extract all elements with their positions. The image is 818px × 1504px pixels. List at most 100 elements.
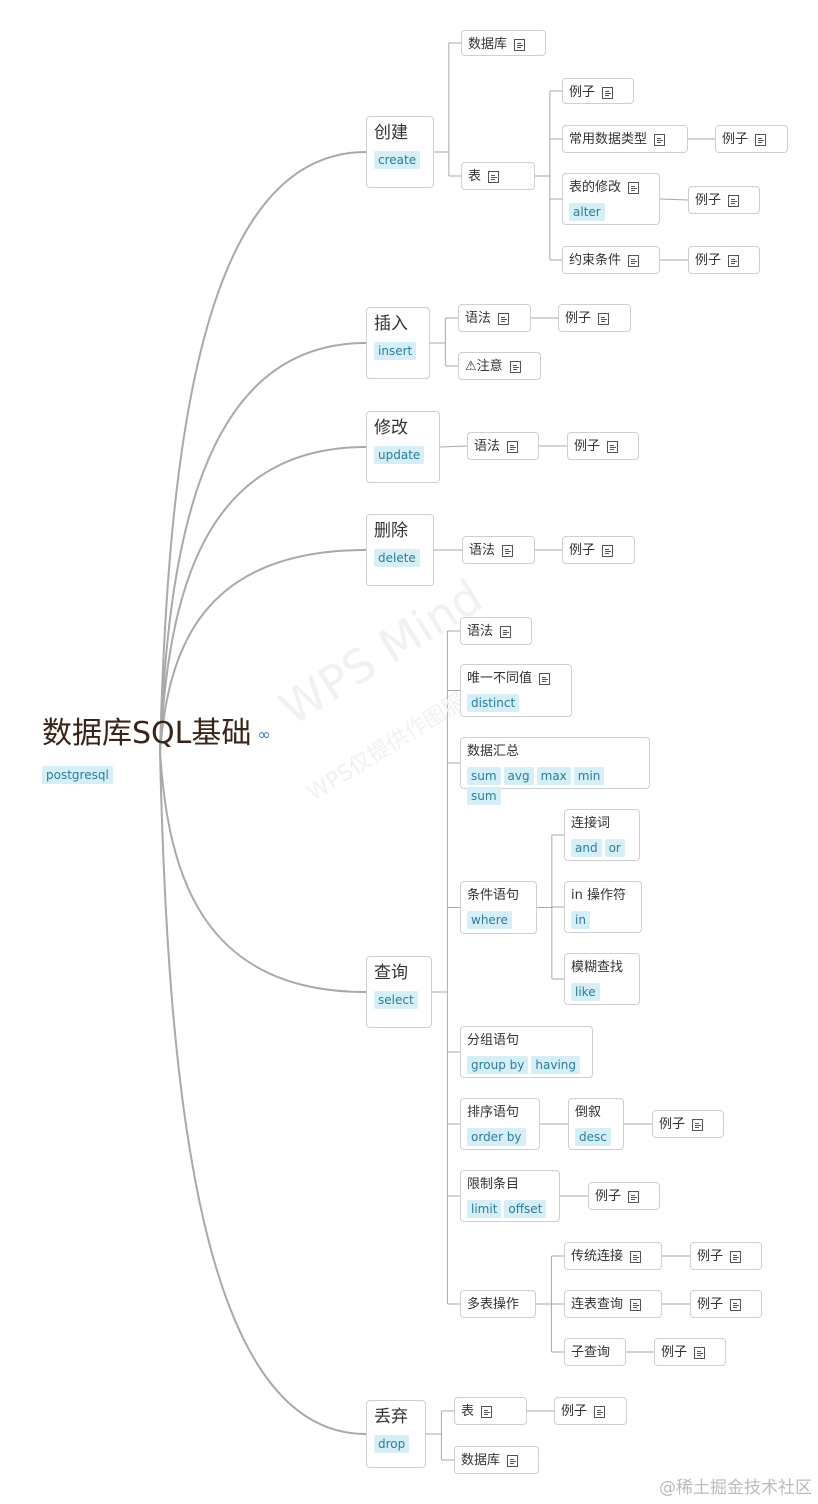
note-icon[interactable] xyxy=(602,86,614,99)
note-icon[interactable] xyxy=(755,133,767,146)
note-icon[interactable] xyxy=(481,1405,493,1418)
tag-order-by: order by xyxy=(467,1128,526,1146)
note-icon[interactable] xyxy=(502,544,514,557)
node-label: 表 xyxy=(468,169,482,184)
node-label: 倒叙 xyxy=(575,1105,602,1120)
link-icon[interactable]: ∞ xyxy=(257,724,271,744)
node-m-trad-ex[interactable]: 例子 xyxy=(690,1242,762,1270)
note-icon[interactable] xyxy=(509,360,521,373)
node-label: 删除 xyxy=(374,521,408,541)
node-label: 例子 xyxy=(565,311,592,326)
note-icon[interactable] xyxy=(594,1405,606,1418)
node-upd-syntax[interactable]: 语法 xyxy=(467,432,539,460)
node-drop-table-ex[interactable]: 例子 xyxy=(554,1397,627,1425)
node-label: 条件语句 xyxy=(467,888,520,903)
node-drop-table[interactable]: 表 xyxy=(454,1397,527,1425)
tag-update: update xyxy=(374,446,425,464)
tag-group-by: group by xyxy=(467,1056,529,1074)
node-sel-syntax[interactable]: 语法 xyxy=(460,617,532,645)
note-icon[interactable] xyxy=(692,1118,704,1131)
note-icon[interactable] xyxy=(654,133,666,146)
node-label: 连接词 xyxy=(571,816,611,831)
note-icon[interactable] xyxy=(514,38,526,51)
node-label: 例子 xyxy=(561,1404,588,1419)
node-drop-db[interactable]: 数据库 xyxy=(454,1446,539,1474)
note-icon[interactable] xyxy=(728,194,740,207)
tag-delete: delete xyxy=(374,549,420,567)
note-icon[interactable] xyxy=(628,181,640,194)
node-ct-alter-ex[interactable]: 例子 xyxy=(688,186,760,214)
credit-text: @稀土掘金技术社区 xyxy=(659,1478,812,1498)
node-ct-types-ex[interactable]: 例子 xyxy=(715,125,788,153)
note-icon[interactable] xyxy=(602,544,614,557)
node-label: 例子 xyxy=(661,1345,688,1360)
node-ins-syntax[interactable]: 语法 xyxy=(458,304,531,332)
node-sel-multi[interactable]: 多表操作 xyxy=(460,1290,536,1318)
note-icon[interactable] xyxy=(607,440,619,453)
node-label: 分组语句 xyxy=(467,1033,520,1048)
node-upd-syntax-ex[interactable]: 例子 xyxy=(567,432,639,460)
node-ins-syntax-ex[interactable]: 例子 xyxy=(558,304,631,332)
note-icon[interactable] xyxy=(730,1298,742,1311)
node-del-syntax-ex[interactable]: 例子 xyxy=(562,536,635,564)
node-ct-types[interactable]: 常用数据类型 xyxy=(562,125,688,153)
note-icon[interactable] xyxy=(488,170,500,183)
node-delete[interactable]: 删除 delete xyxy=(366,514,434,586)
note-icon[interactable] xyxy=(630,1298,642,1311)
note-icon[interactable] xyxy=(630,1250,642,1263)
node-label: 排序语句 xyxy=(467,1105,520,1120)
note-icon[interactable] xyxy=(507,1454,519,1467)
note-icon[interactable] xyxy=(539,672,551,685)
node-ct-example[interactable]: 例子 xyxy=(562,78,634,104)
tag-drop: drop xyxy=(374,1435,410,1453)
note-icon[interactable] xyxy=(628,1190,640,1203)
node-m-sub-ex[interactable]: 例子 xyxy=(654,1338,726,1366)
note-icon[interactable] xyxy=(728,254,740,267)
node-create-table[interactable]: 表 xyxy=(461,162,535,190)
node-label: 约束条件 xyxy=(569,253,622,268)
branch-connector-create xyxy=(159,151,367,753)
node-m-join-ex[interactable]: 例子 xyxy=(690,1290,762,1318)
tag-like: like xyxy=(571,983,600,1001)
tag-sum: sum xyxy=(467,787,501,805)
note-icon[interactable] xyxy=(628,254,640,267)
node-l-ex[interactable]: 例子 xyxy=(588,1182,660,1210)
node-label: in 操作符 xyxy=(571,888,626,903)
node-label: 常用数据类型 xyxy=(569,132,648,147)
node-sel-order[interactable]: 排序语句 order by xyxy=(460,1098,540,1150)
node-del-syntax[interactable]: 语法 xyxy=(462,536,535,564)
node-o-desc-ex[interactable]: 例子 xyxy=(652,1110,724,1138)
node-create-db[interactable]: 数据库 xyxy=(461,30,546,56)
node-ins-warn[interactable]: ⚠注意 xyxy=(458,352,541,380)
note-icon[interactable] xyxy=(730,1250,742,1263)
node-m-trad[interactable]: 传统连接 xyxy=(564,1242,662,1270)
node-label: 数据汇总 xyxy=(467,744,520,759)
node-label: 查询 xyxy=(374,963,408,983)
root-title: 数据库SQL基础 xyxy=(42,716,252,751)
note-icon[interactable] xyxy=(507,440,519,453)
note-icon[interactable] xyxy=(500,625,512,638)
note-icon[interactable] xyxy=(498,312,510,325)
node-ct-constraint-ex[interactable]: 例子 xyxy=(688,246,760,274)
note-icon[interactable] xyxy=(598,312,610,325)
node-ct-constraint[interactable]: 约束条件 xyxy=(562,246,660,274)
root-topic[interactable]: 数据库SQL基础∞ postgresql xyxy=(42,714,271,784)
node-m-join[interactable]: 连表查询 xyxy=(564,1290,662,1318)
node-m-sub[interactable]: 子查询 xyxy=(564,1338,626,1366)
note-icon[interactable] xyxy=(694,1346,706,1359)
